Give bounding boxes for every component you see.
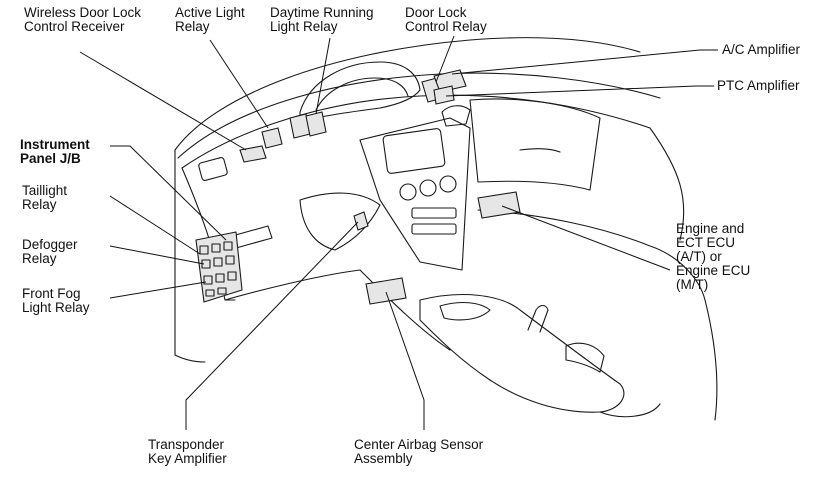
kick-panel-line [174, 354, 206, 363]
windshield-outline [174, 37, 641, 151]
engine-ecu-block [477, 191, 521, 219]
label-active-light-relay: Active Light Relay [175, 5, 245, 34]
center-display [382, 128, 446, 174]
center-vent [441, 105, 471, 127]
right-lower-dash [477, 209, 706, 301]
center-console [419, 293, 625, 413]
console-cupholders [439, 301, 491, 321]
label-daytime-running-light-relay: Daytime Running Light Relay [270, 5, 374, 34]
switch-panel [231, 225, 273, 249]
wireless-receiver-block [239, 145, 267, 163]
label-defogger-relay: Defogger Relay [22, 237, 78, 266]
leader-engine-ecu [501, 205, 671, 271]
leader-ptc-amplifier [445, 85, 714, 97]
dash-top-edge [177, 72, 661, 159]
airbag-sensor-block [365, 277, 407, 305]
leader-defogger [109, 245, 205, 265]
shift-lever [527, 304, 549, 333]
steering-column-area [299, 192, 381, 251]
label-taillight-relay: Taillight Relay [22, 183, 68, 212]
label-center-airbag-sensor: Center Airbag Sensor Assembly [354, 437, 484, 466]
lower-dash-left [224, 269, 361, 301]
label-front-fog-light-relay: Front Fog Light Relay [22, 286, 90, 315]
cluster-hood [299, 61, 421, 123]
ptc-amplifier-block [433, 85, 455, 105]
leader-center-airbag [385, 291, 425, 430]
leader-wireless-door-lock [79, 51, 247, 151]
label-engine-ecu: Engine and ECT ECU (A/T) or Engine ECU (… [676, 221, 751, 292]
label-ptc-amplifier: PTC Amplifier [717, 78, 800, 93]
audio-unit-lower [411, 223, 457, 235]
hvac-knob-right [439, 175, 457, 193]
hvac-knob-left [399, 183, 417, 201]
leader-taillight [109, 195, 201, 255]
cluster-face [315, 77, 409, 111]
dash-top-edge-inner [181, 94, 651, 169]
leader-transponder [185, 221, 359, 430]
transponder-block [353, 211, 369, 231]
center-stack-outline [359, 117, 471, 271]
leader-instrument-panel-jb [110, 145, 227, 241]
leader-daytime-running [315, 37, 331, 115]
leader-active-light [209, 39, 269, 129]
label-transponder-key-amplifier: Transponder Key Amplifier [148, 437, 227, 466]
instrument-panel-jb-block [195, 231, 243, 303]
active-light-relay-block [261, 127, 283, 149]
floor-line-left [359, 269, 451, 351]
hvac-knob-center [419, 179, 437, 197]
label-wireless-door-lock: Wireless Door Lock Control Receiver [24, 5, 142, 34]
label-door-lock-control-relay: Door Lock Control Relay [405, 5, 487, 34]
dash-right-side [649, 127, 685, 241]
floor-line-right [704, 299, 718, 421]
leader-ac-amplifier [451, 49, 718, 75]
leader-door-lock-control [435, 35, 455, 83]
left-vent [198, 157, 228, 181]
label-ac-amplifier: A/C Amplifier [722, 42, 801, 57]
label-instrument-panel-jb: Instrument Panel J/B [20, 137, 90, 166]
parking-brake [565, 342, 605, 373]
console-rear [599, 403, 661, 418]
audio-unit [411, 207, 457, 219]
ac-amplifier-block [433, 69, 467, 93]
drl-relay-block-2 [305, 111, 327, 137]
leader-front-fog [109, 281, 207, 299]
glovebox-outline [469, 98, 601, 191]
glovebox-handle [519, 148, 561, 153]
